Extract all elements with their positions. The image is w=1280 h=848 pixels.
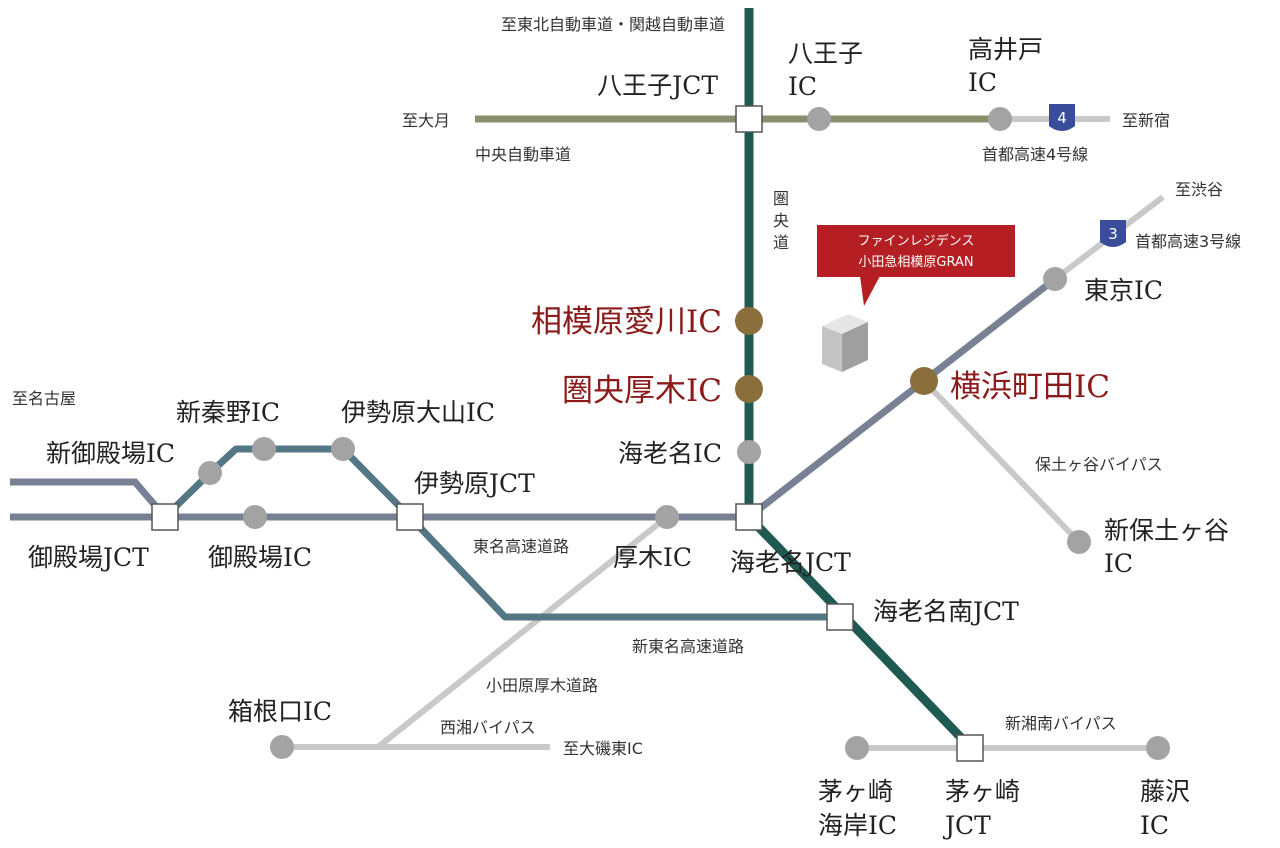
to-shibuya-label: 至渋谷 bbox=[1175, 180, 1223, 199]
svg-text:3: 3 bbox=[1108, 225, 1118, 243]
tokyo-ic-label: 東京IC bbox=[1084, 276, 1163, 305]
gotemba-jct-square bbox=[151, 503, 179, 531]
to-oiso-higashi-ic-label: 至大磯東IC bbox=[563, 739, 643, 758]
ebina-ic-label: 海老名IC bbox=[618, 439, 722, 468]
route-4-shield-icon: 4 bbox=[1049, 104, 1075, 131]
hachioji-jct-label: 八王子JCT bbox=[597, 71, 718, 100]
hodogaya-bypass-road bbox=[921, 378, 1082, 545]
residence-building-icon bbox=[822, 314, 868, 372]
to-shinjuku-label: 至新宿 bbox=[1122, 111, 1170, 130]
chigasaki-kaigan-ic-label-1: 茅ヶ崎 bbox=[818, 777, 893, 806]
ken-o-atsugi-ic-dot bbox=[735, 375, 763, 403]
sagamihara-aikawa-ic-label: 相模原愛川IC bbox=[531, 304, 722, 340]
isehara-oyama-ic-label: 伊勢原大山IC bbox=[341, 398, 495, 427]
tomei-expressway-label: 東名高速道路 bbox=[473, 537, 569, 556]
shin-hodogaya-ic-label-1: 新保土ヶ谷 bbox=[1104, 516, 1229, 545]
to-tohoku-label: 至東北自動車道・関越自動車道 bbox=[501, 15, 725, 34]
ken-o-label-1: 圏 bbox=[773, 189, 789, 208]
atsugi-ic-dot bbox=[655, 505, 679, 529]
gotemba-jct-label: 御殿場JCT bbox=[28, 543, 149, 572]
isehara-jct-square bbox=[396, 503, 424, 531]
shinhadano-ic-dot bbox=[252, 437, 276, 461]
shin-hodogaya-ic-dot bbox=[1067, 530, 1091, 554]
hachioji-ic-label-2: IC bbox=[788, 72, 817, 101]
shinhadano-ic-label: 新秦野IC bbox=[176, 398, 280, 427]
ebina-jct-label: 海老名JCT bbox=[730, 548, 851, 577]
isehara-oyama-ic-dot bbox=[331, 437, 355, 461]
shuto-4-label: 首都高速4号線 bbox=[982, 145, 1088, 164]
hachioji-ic-dot bbox=[807, 107, 831, 131]
ken-o-label-3: 道 bbox=[773, 233, 789, 252]
ebina-jct-square bbox=[735, 503, 763, 531]
shin-gotemba-ic-label: 新御殿場IC bbox=[46, 439, 175, 468]
sagamihara-aikawa-ic-dot bbox=[735, 307, 763, 335]
shuto-3-label: 首都高速3号線 bbox=[1135, 232, 1241, 251]
ken-o-atsugi-ic-label: 圏央厚木IC bbox=[562, 373, 722, 409]
callout-line1: ファインレジデンス bbox=[858, 233, 975, 249]
svg-text:4: 4 bbox=[1057, 109, 1067, 127]
tomei-upper-line bbox=[10, 478, 168, 520]
yokohama-machida-ic-dot bbox=[910, 367, 938, 395]
ken-o-label-2: 央 bbox=[773, 211, 789, 230]
fujisawa-ic-dot bbox=[1146, 736, 1170, 760]
chigasaki-jct-square bbox=[956, 734, 984, 762]
takaido-ic-label-1: 高井戸 bbox=[968, 35, 1043, 64]
fujisawa-ic-label-1: 藤沢 bbox=[1140, 777, 1190, 806]
chigasaki-jct-label-1: 茅ヶ崎 bbox=[945, 777, 1020, 806]
shin-hodogaya-ic-label-2: IC bbox=[1104, 549, 1133, 578]
takaido-ic-label-2: IC bbox=[968, 68, 997, 97]
seisho-bypass-label: 西湘バイパス bbox=[440, 718, 536, 737]
gotemba-ic-dot bbox=[243, 505, 267, 529]
fujisawa-ic-label-2: IC bbox=[1140, 811, 1169, 840]
hachioji-ic-label-1: 八王子 bbox=[788, 39, 863, 68]
odawara-atsugi-road-label: 小田原厚木道路 bbox=[486, 676, 598, 695]
route-3-shield-icon: 3 bbox=[1100, 220, 1126, 247]
yokohama-machida-ic-label: 横浜町田IC bbox=[950, 369, 1110, 405]
isehara-jct-label: 伊勢原JCT bbox=[414, 469, 535, 498]
shin-tomei-expressway-label: 新東名高速道路 bbox=[632, 637, 744, 656]
odawara-atsugi-road-line bbox=[376, 514, 669, 750]
ebina-minami-jct-square bbox=[826, 603, 854, 631]
to-nagoya-label: 至名古屋 bbox=[12, 389, 76, 408]
chigasaki-kaigan-ic-label-2: 海岸IC bbox=[818, 811, 897, 840]
tokyo-ic-dot bbox=[1043, 267, 1067, 291]
to-otsuki-label: 至大月 bbox=[402, 111, 450, 130]
ebina-minami-jct-label: 海老名南JCT bbox=[873, 597, 1019, 626]
chuo-expressway-label: 中央自動車道 bbox=[475, 145, 571, 164]
hakone-guchi-ic-label: 箱根口IC bbox=[228, 697, 332, 726]
atsugi-ic-label: 厚木IC bbox=[613, 543, 692, 572]
chigasaki-kaigan-ic-dot bbox=[845, 736, 869, 760]
gotemba-ic-label: 御殿場IC bbox=[208, 543, 312, 572]
hodogaya-bypass-label: 保土ヶ谷バイパス bbox=[1035, 455, 1163, 474]
yokohama-route-line bbox=[746, 276, 1058, 520]
residence-callout: ファインレジデンス 小田急相模原GRAN bbox=[817, 225, 1015, 306]
shinshonan-bypass-label: 新湘南バイパス bbox=[1005, 714, 1117, 733]
chigasaki-jct-label-2: JCT bbox=[942, 811, 991, 840]
hakone-guchi-ic-dot bbox=[270, 735, 294, 759]
ebina-ic-dot bbox=[737, 440, 761, 464]
hachioji-jct-square bbox=[735, 105, 763, 133]
shin-gotemba-ic-dot bbox=[198, 461, 222, 485]
callout-line2: 小田急相模原GRAN bbox=[858, 255, 973, 270]
takaido-ic-dot bbox=[988, 107, 1012, 131]
